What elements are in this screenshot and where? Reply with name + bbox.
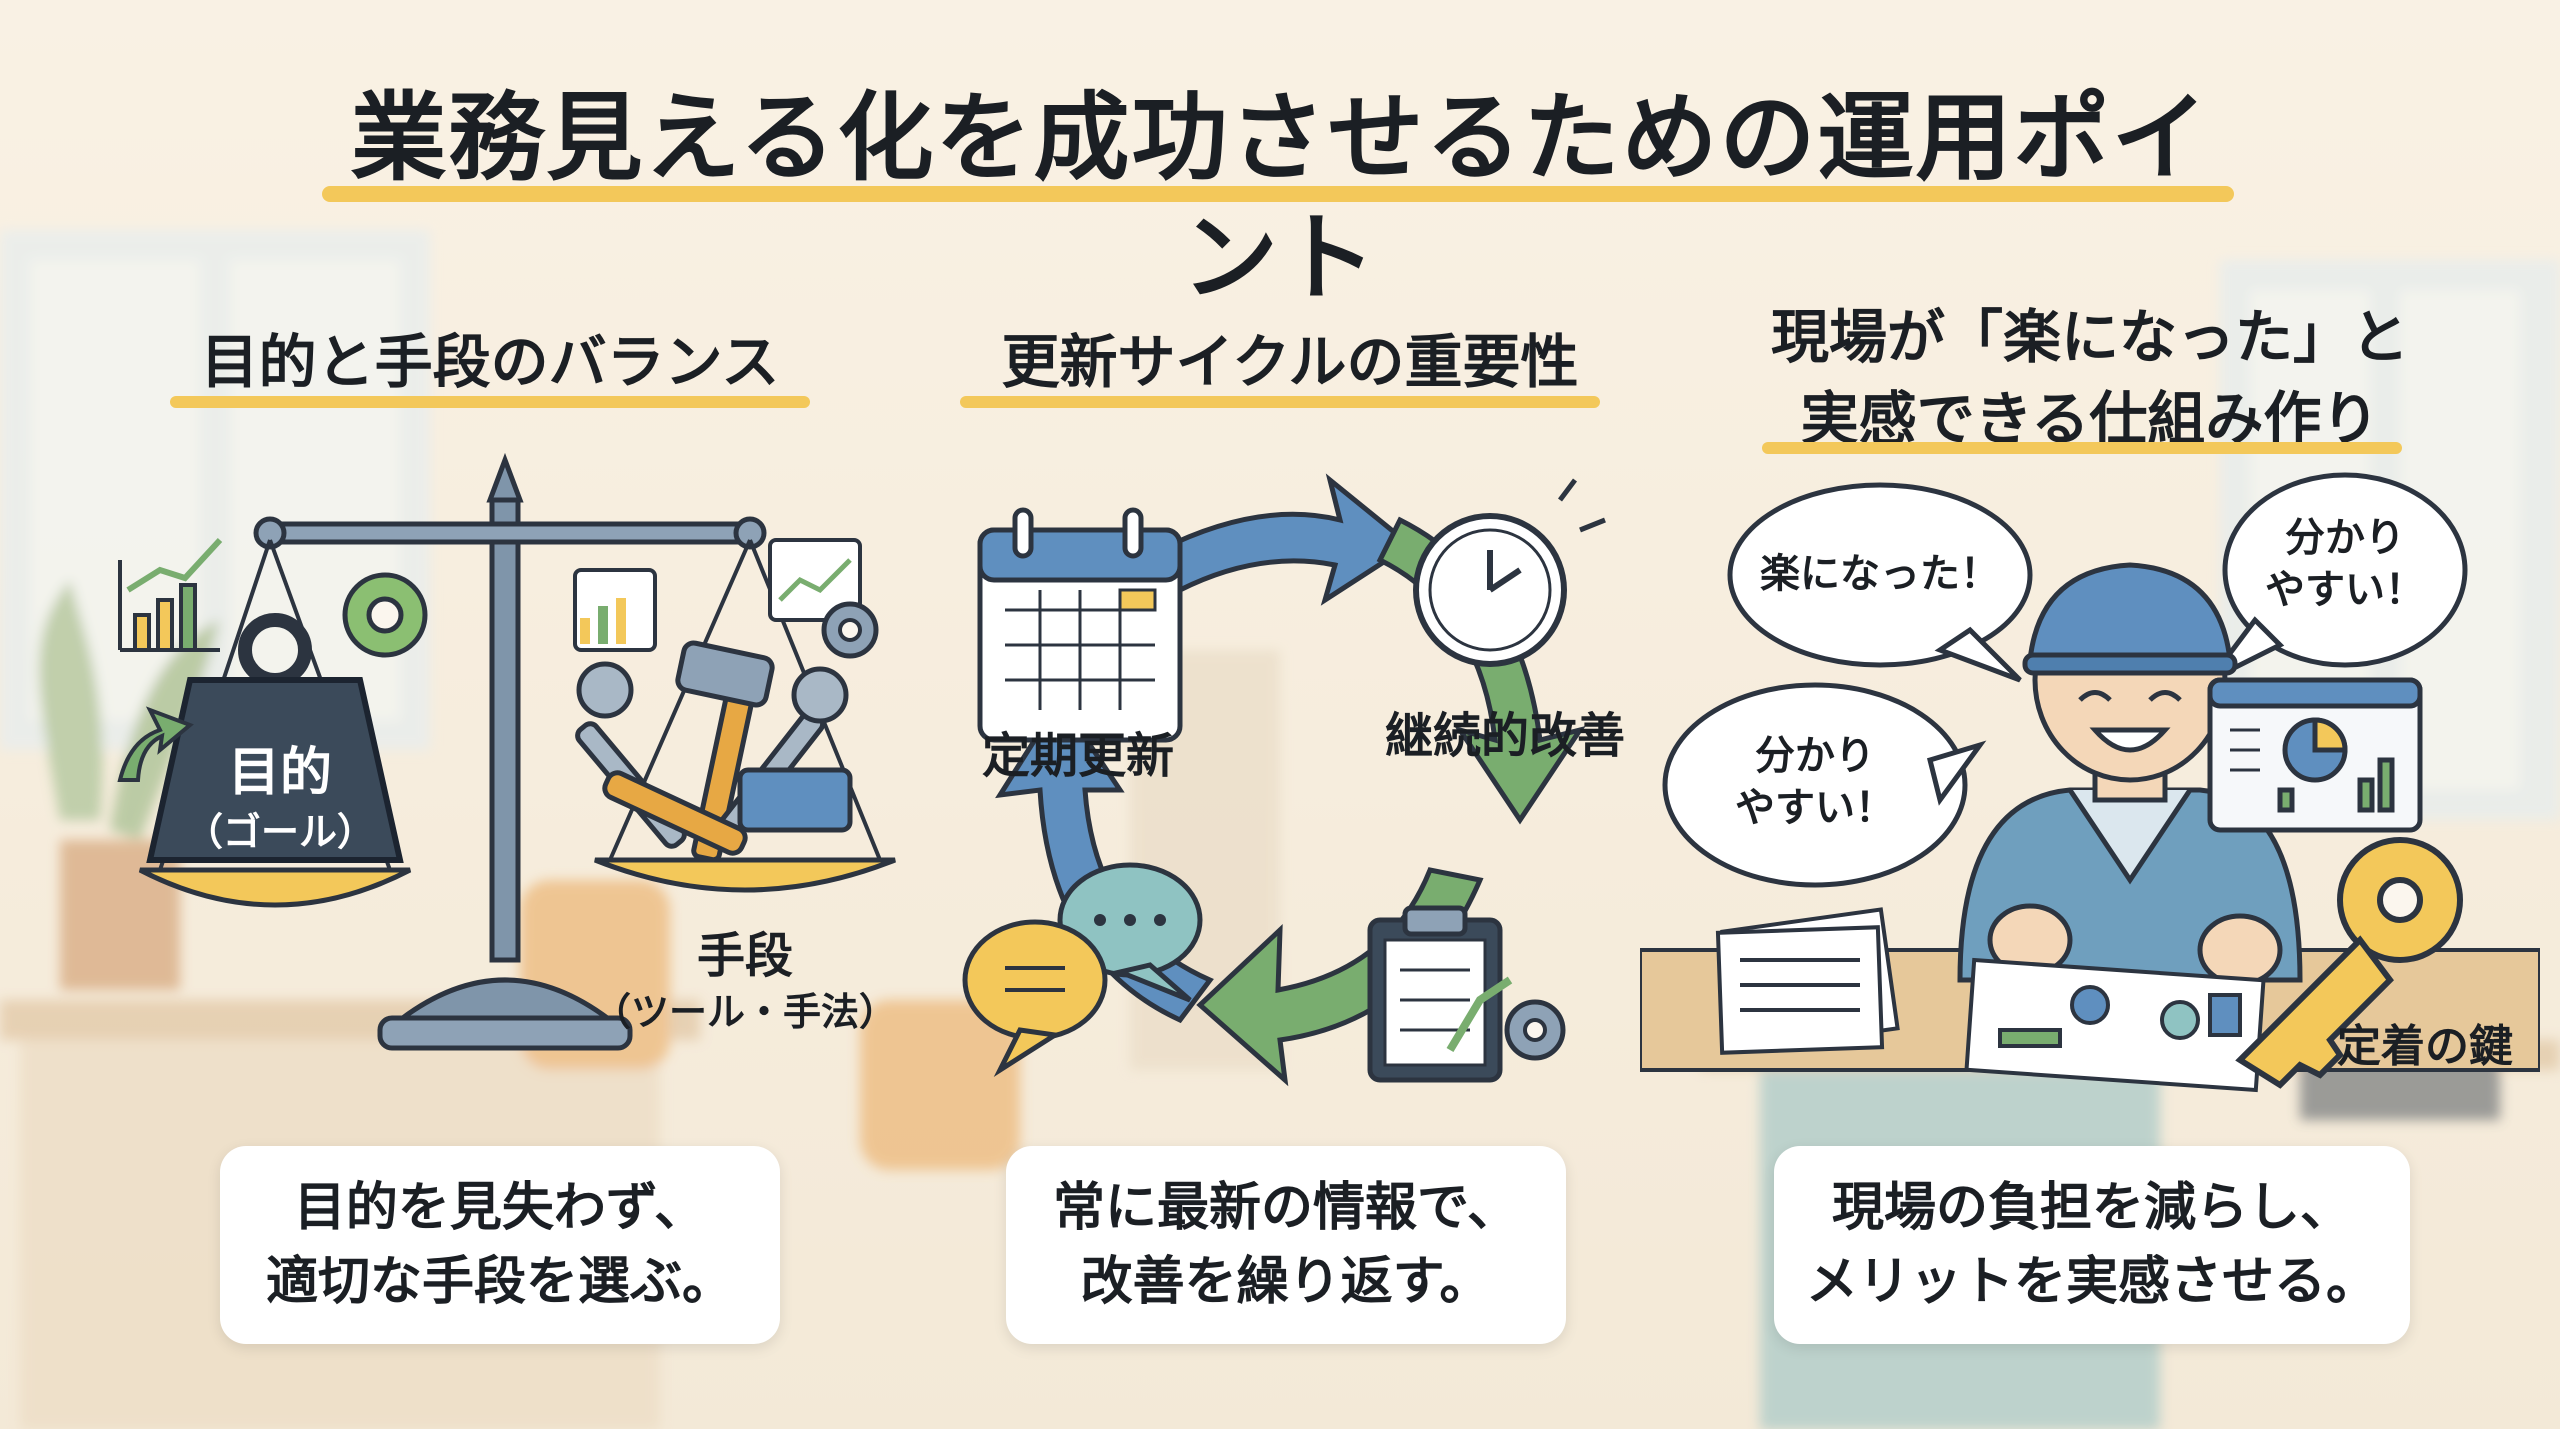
documents-icon — [1715, 907, 1900, 1055]
clock-icon — [1413, 478, 1606, 667]
column-3-title-line-2: 実感できる仕組み作り — [1800, 385, 2380, 453]
speech-bubble-3 — [1662, 682, 1968, 888]
speech-bubble-3-text: 分かり やすい！ — [1665, 730, 1965, 834]
weight-label-sub: （ゴール） — [184, 810, 375, 854]
column-1-title-underline — [170, 396, 810, 408]
key-label: 定着の鍵 — [2337, 1021, 2513, 1072]
dashboard-icon — [2207, 677, 2423, 833]
column-3-title-line-1: 現場が「楽になった」と — [1770, 303, 2409, 371]
column-2-title: 更新サイクルの重要性 — [950, 326, 1630, 398]
tools-label-sub: （ツール・手法） — [592, 990, 897, 1034]
clipboard-icon — [1367, 905, 1513, 1083]
column-1-title: 目的と手段のバランス — [150, 326, 830, 398]
cycle-left-label: 定期更新 — [981, 728, 1174, 784]
caption-box-3: 現場の負担を減らし、 メリットを実感させる。 — [1774, 1146, 2410, 1344]
worker-icon — [1957, 562, 2303, 987]
column-3-title: 現場が「楽になった」と 実感できる仕組み作り — [1710, 296, 2470, 460]
key-icon — [2235, 837, 2463, 1089]
balance-scale-icon — [117, 452, 896, 1051]
chart-window-icon — [573, 568, 657, 652]
gear-icon — [342, 572, 428, 658]
column-1-title-line: 目的と手段のバランス — [200, 328, 780, 396]
bubble-2-line-2: やすい！ — [2265, 567, 2425, 613]
bubble-2-line-1: 分かり — [2285, 515, 2405, 561]
gear-icon — [1504, 999, 1566, 1061]
speech-bubble-1-text: 楽になった！ — [1730, 548, 2030, 600]
line-chart-window-icon — [768, 538, 862, 622]
speech-bubble-2-text: 分かり やすい！ — [2225, 512, 2465, 616]
weight-label: 目的 （ゴール） — [160, 730, 400, 859]
bubble-3-line-2: やすい！ — [1735, 785, 1895, 831]
caption-box-2: 常に最新の情報で、 改善を繰り返す。 — [1006, 1146, 1566, 1344]
column-2-title-line: 更新サイクルの重要性 — [1001, 328, 1579, 396]
gear-icon — [821, 601, 879, 659]
caption-3-line-1: 現場の負担を減らし、 — [1831, 1178, 2352, 1238]
calendar-icon — [977, 507, 1183, 743]
bubble-3-line-1: 分かり — [1755, 733, 1875, 779]
caption-2-line-2: 改善を繰り返す。 — [1080, 1252, 1492, 1312]
tools-label: 手段 （ツール・手法） — [580, 916, 910, 1038]
update-cycle-icon — [962, 473, 1606, 1087]
caption-1-line-1: 目的を見失わず、 — [293, 1178, 707, 1238]
speech-bubble-1 — [1727, 482, 2033, 668]
title-underline — [322, 186, 2234, 202]
weight-label-main: 目的 — [227, 743, 332, 803]
worker-scene-icon — [1640, 472, 2540, 1093]
chart-icon — [118, 537, 223, 652]
column-3-title-underline — [1762, 442, 2402, 454]
caption-3-line-2: メリットを実感させる。 — [1805, 1252, 2378, 1312]
bubble-1-line: 楽になった！ — [1760, 551, 2000, 597]
column-2-title-underline — [960, 396, 1600, 408]
growth-arrow-icon — [117, 706, 194, 782]
page-title: 業務見える化を成功させるための運用ポイント — [350, 82, 2210, 314]
cycle-right-label: 継続的改善 — [1384, 708, 1625, 764]
caption-2-line-1: 常に最新の情報で、 — [1053, 1178, 1519, 1238]
caption-1-line-2: 適切な手段を選ぶ。 — [265, 1252, 734, 1312]
tools-label-main: 手段 — [696, 928, 793, 984]
speech-bubble-2 — [2222, 472, 2468, 668]
chat-icon — [962, 862, 1203, 1077]
caption-box-1: 目的を見失わず、 適切な手段を選ぶ。 — [220, 1146, 780, 1344]
